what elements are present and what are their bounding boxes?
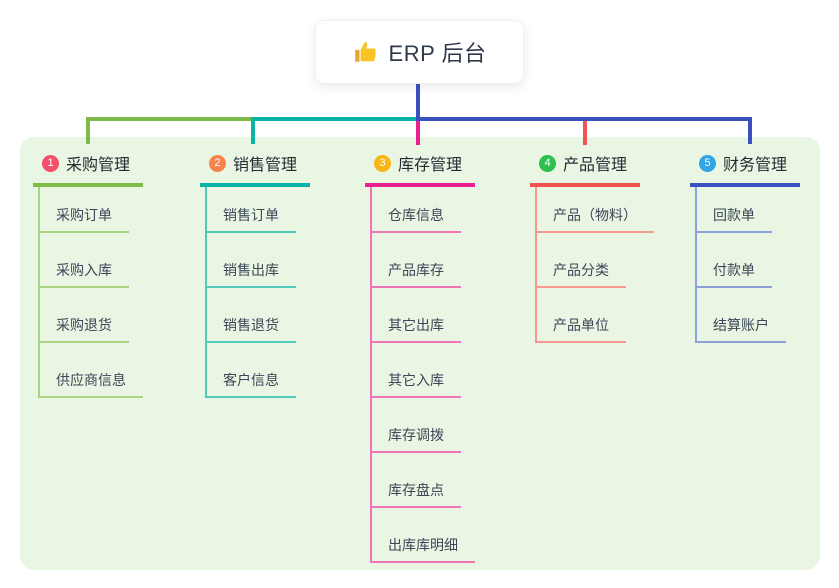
branch-3: 3 库存管理仓库信息产品库存其它出库其它入库库存调拨库存盘点出库库明细 — [365, 148, 475, 563]
child-topic[interactable]: 采购退货 — [40, 288, 129, 343]
connector-drop-4 — [583, 121, 587, 145]
child-topic[interactable]: 结算账户 — [697, 288, 786, 343]
child-topic[interactable]: 产品单位 — [537, 288, 626, 343]
branch-title: 采购管理 — [66, 157, 131, 174]
branch-number-badge: 2 — [209, 154, 226, 172]
child-topic[interactable]: 产品分类 — [537, 233, 626, 288]
thumbs-up-icon — [353, 39, 379, 65]
branch-4: 4 产品管理产品（物料）产品分类产品单位 — [530, 148, 654, 343]
branch-header-2[interactable]: 2 销售管理 — [200, 148, 310, 187]
child-topic[interactable]: 销售退货 — [207, 288, 296, 343]
child-topic[interactable]: 库存盘点 — [372, 453, 461, 508]
child-topic[interactable]: 产品库存 — [372, 233, 461, 288]
branch-children: 采购订单采购入库采购退货供应商信息 — [38, 187, 143, 398]
connector-drop-2 — [251, 117, 255, 144]
branch-5: 5 财务管理回款单付款单结算账户 — [690, 148, 800, 343]
child-topic[interactable]: 回款单 — [697, 187, 772, 233]
branch-title: 库存管理 — [398, 157, 463, 174]
child-topic[interactable]: 产品（物料） — [537, 187, 654, 233]
child-topic[interactable]: 库存调拨 — [372, 398, 461, 453]
branch-2: 2 销售管理销售订单销售出库销售退货客户信息 — [200, 148, 310, 398]
branch-children: 销售订单销售出库销售退货客户信息 — [205, 187, 310, 398]
connector-bus-left — [86, 117, 255, 121]
branch-number-badge: 4 — [539, 154, 556, 172]
child-topic[interactable]: 采购入库 — [40, 233, 129, 288]
connector-root-stem — [416, 82, 420, 121]
branch-title: 产品管理 — [563, 157, 628, 174]
connector-bus-midleft — [251, 117, 420, 121]
child-topic[interactable]: 销售出库 — [207, 233, 296, 288]
branch-number-badge: 3 — [374, 154, 391, 172]
connector-drop-5 — [748, 117, 752, 144]
mindmap-panel — [20, 137, 820, 570]
root-title: ERP 后台 — [388, 41, 487, 66]
child-topic[interactable]: 仓库信息 — [372, 187, 461, 233]
connector-drop-1 — [86, 117, 90, 144]
branch-header-3[interactable]: 3 库存管理 — [365, 148, 475, 187]
branch-title: 销售管理 — [233, 157, 298, 174]
branch-header-4[interactable]: 4 产品管理 — [530, 148, 640, 187]
branch-header-1[interactable]: 1 采购管理 — [33, 148, 143, 187]
root-node[interactable]: ERP 后台 — [315, 20, 524, 84]
child-topic[interactable]: 其它出库 — [372, 288, 461, 343]
branch-header-5[interactable]: 5 财务管理 — [690, 148, 800, 187]
child-topic[interactable]: 客户信息 — [207, 343, 296, 398]
branch-title: 财务管理 — [723, 157, 788, 174]
branch-children: 产品（物料）产品分类产品单位 — [535, 187, 654, 343]
branch-children: 回款单付款单结算账户 — [695, 187, 800, 343]
child-topic[interactable]: 销售订单 — [207, 187, 296, 233]
connector-bus-right — [416, 117, 752, 121]
connector-drop-3 — [416, 121, 420, 145]
child-topic[interactable]: 出库库明细 — [372, 508, 475, 563]
branch-number-badge: 5 — [699, 154, 716, 172]
branch-1: 1 采购管理采购订单采购入库采购退货供应商信息 — [33, 148, 143, 398]
child-topic[interactable]: 供应商信息 — [40, 343, 143, 398]
branch-number-badge: 1 — [42, 154, 59, 172]
branch-children: 仓库信息产品库存其它出库其它入库库存调拨库存盘点出库库明细 — [370, 187, 475, 563]
child-topic[interactable]: 其它入库 — [372, 343, 461, 398]
child-topic[interactable]: 付款单 — [697, 233, 772, 288]
child-topic[interactable]: 采购订单 — [40, 187, 129, 233]
